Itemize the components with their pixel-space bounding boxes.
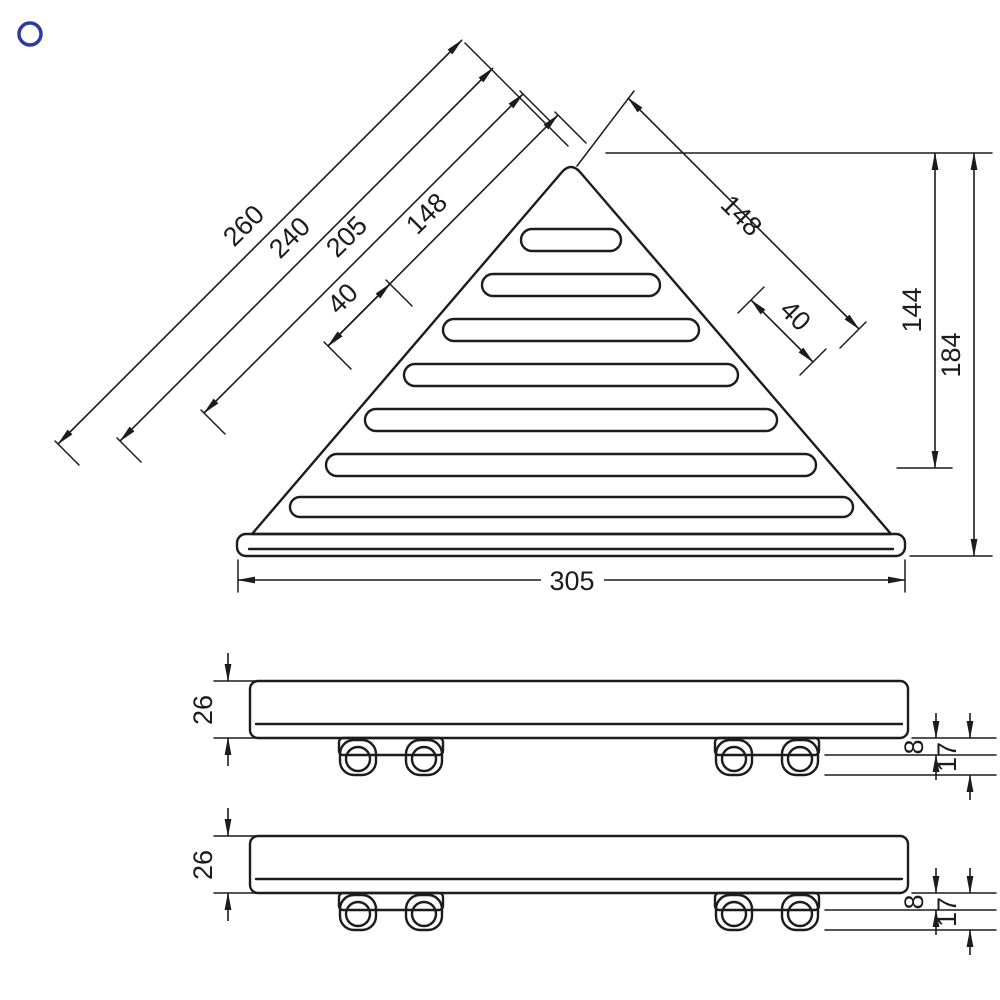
side-view-upper: 26 8 17 [188,653,997,800]
hook-clip [714,738,754,777]
shelf-slot [441,317,701,343]
hook-roller [720,900,748,928]
hook-roller [410,900,438,928]
extension-line [576,90,635,167]
hook-clip [780,738,820,777]
shelf-profile [248,834,910,895]
shelf-slot [363,407,779,433]
dimension-lines-side-upper [224,653,974,800]
shelf-profile [248,679,910,740]
shelf-slot [480,272,662,298]
extension-lines-side-lower [213,835,997,931]
extension-line [54,440,80,466]
dim-label-144: 144 [897,287,927,332]
extension-line [839,321,867,349]
hook-roller [344,900,372,928]
dimension-lines-top [57,39,978,584]
dimension-line-148-right [627,97,860,330]
hook-clip [338,893,378,932]
hook-bracket [337,736,445,757]
top-view: 260 240 205 148 40 148 40 144 184 305 [54,39,993,596]
dim-label-40-left: 40 [321,277,363,319]
extension-line [116,437,142,463]
dim-label-260: 260 [217,199,270,252]
shelf-slot [402,362,740,388]
extension-lines-side-upper [213,680,997,776]
brand-circle-icon [17,21,43,47]
dimension-line-40-left [327,283,391,347]
extension-line [464,42,569,147]
dim-label-240: 240 [263,211,316,264]
dim-label-8: 8 [899,739,929,754]
dim-label-205: 205 [320,210,373,263]
dimension-labels-side-upper: 26 8 17 [188,695,962,772]
hook-clip [404,738,444,777]
extension-line [554,111,587,144]
shelf-slot [288,495,855,519]
extension-line [200,409,226,435]
hook-roller [410,745,438,773]
mounting-hook [337,891,445,932]
dimension-line-260 [57,39,463,445]
hook-bracket [713,736,821,757]
dim-label-148-left: 148 [400,187,453,240]
dimension-lines-side-lower [224,808,974,955]
dim-label-148-right: 148 [715,189,768,242]
dimension-line-40-right [750,299,814,363]
dimension-labels-side-lower: 26 8 17 [188,850,962,927]
dim-label-8: 8 [899,894,929,909]
hook-roller [786,900,814,928]
brand-mark [17,21,43,47]
hook-roller [786,745,814,773]
hook-bracket [713,891,821,912]
dim-label-184: 184 [936,332,966,377]
mounting-hook [713,736,821,777]
basket-outline [250,165,893,536]
shelf-slot [519,227,623,253]
dim-label-26: 26 [188,695,218,725]
hook-clip [404,893,444,932]
mounting-hook [713,891,821,932]
dim-label-17: 17 [932,742,962,772]
dim-label-305: 305 [549,566,594,596]
hook-clip [780,893,820,932]
hook-roller [344,745,372,773]
hook-clip [338,738,378,777]
hook-clip [714,893,754,932]
dim-label-26: 26 [188,850,218,880]
hook-bracket [337,891,445,912]
shelf-slot [324,452,818,478]
dim-label-17: 17 [932,897,962,927]
extension-line [519,90,552,123]
mounting-hook [337,736,445,777]
hook-roller [720,745,748,773]
base-rim [235,532,907,558]
side-view-lower: 26 8 17 [188,808,997,955]
